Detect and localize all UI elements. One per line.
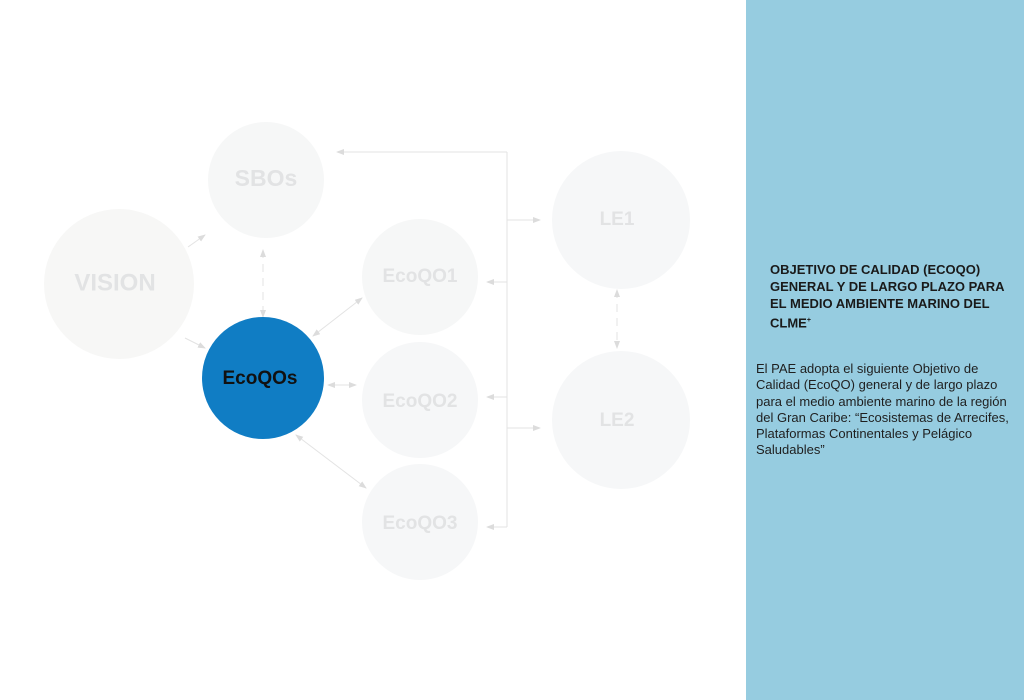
arrow-vision-sbos	[187, 234, 206, 248]
arrow-vision-ecoqos	[184, 337, 206, 349]
node-label: VISION	[74, 269, 155, 296]
node-label: EcoQO2	[383, 391, 458, 412]
node-label: EcoQO1	[383, 266, 458, 287]
node-label: LE1	[600, 209, 635, 230]
node-label: SBOs	[235, 165, 298, 191]
node-label: LE2	[600, 410, 635, 431]
node-ecoqo1: EcoQO1	[362, 219, 478, 335]
info-panel: OBJETIVO DE CALIDAD (ECOQO) GENERAL Y DE…	[746, 0, 1024, 700]
node-le2: LE2	[552, 351, 690, 489]
node-label: EcoQO3	[383, 513, 458, 534]
arrow-ecoqos-ecoqo3	[295, 434, 367, 489]
node-label: EcoQOs	[223, 368, 298, 389]
panel-title: OBJETIVO DE CALIDAD (ECOQO) GENERAL Y DE…	[770, 261, 1010, 331]
panel-title-text: OBJETIVO DE CALIDAD (ECOQO) GENERAL Y DE…	[770, 262, 1005, 331]
ecoqo-diagram: VISION SBOs EcoQOs EcoQO1 EcoQO2 EcoQO3 …	[44, 122, 690, 580]
node-ecoqo2: EcoQO2	[362, 342, 478, 458]
footnote-mark: +	[806, 317, 811, 324]
arrow-ecoqos-ecoqo1	[312, 297, 363, 337]
node-sbos: SBOs	[208, 122, 324, 238]
node-ecoqo3: EcoQO3	[362, 464, 478, 580]
node-le1: LE1	[552, 151, 690, 289]
node-ecoqos: EcoQOs	[202, 317, 324, 439]
node-vision: VISION	[44, 209, 194, 359]
connectors	[184, 149, 620, 530]
panel-body: El PAE adopta el siguiente Objetivo de C…	[756, 361, 1009, 458]
